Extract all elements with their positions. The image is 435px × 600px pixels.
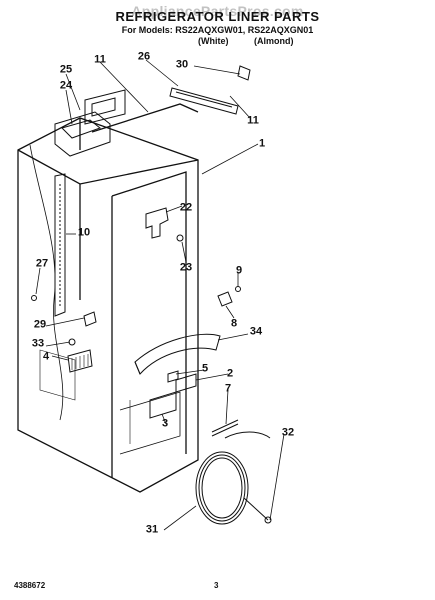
clip-29 [83,311,97,327]
callout-4: 4 [42,350,50,363]
leader-lines [35,59,285,531]
tube-7 [211,419,239,437]
vent-4-grille [71,354,89,370]
nut-32 [264,516,272,524]
color-almond-label: (Almond) [254,36,294,46]
shelf-rail [54,173,66,317]
cover-34 [134,333,221,375]
control-housing [54,89,126,157]
screw-23 [176,234,184,242]
clip-5 [167,370,179,383]
callout-31: 31 [145,523,159,536]
document-part-number: 4388672 [14,581,46,590]
callout-25: 25 [59,63,73,76]
callout-30: 30 [175,58,189,71]
callout-26: 26 [137,50,151,63]
page-number: 3 [214,581,219,590]
bulb-part [237,65,251,81]
page-title: REFRIGERATOR LINER PARTS [115,9,320,24]
callout-24: 24 [59,79,73,92]
callout-27: 27 [35,257,49,270]
models-line: For Models: RS22AQXGW01, RS22AQXGN01 [121,25,314,35]
callout-2: 2 [226,367,234,380]
callout-32: 32 [281,426,295,439]
callout-10: 10 [77,226,91,239]
wire-tie [224,431,271,439]
callout-1: 1 [258,137,266,150]
vent-4 [67,349,93,373]
callout-8: 8 [230,317,238,330]
callout-23: 23 [179,261,193,274]
callout-9: 9 [235,264,243,277]
callout-29: 29 [33,318,47,331]
color-white-label: (White) [198,36,229,46]
watermark: AppliancePartsPros.com [131,3,304,19]
callout-3: 3 [161,417,169,430]
bracket-3 [149,391,177,419]
callout-11-right: 11 [247,114,259,127]
screw-27 [31,295,37,301]
liner-body [17,103,199,493]
screw-9 [235,286,241,292]
retainer-2 [175,373,197,393]
cam-part-8 [217,291,233,307]
callout-5: 5 [201,362,209,375]
callout-11-top: 11 [94,53,106,66]
bracket-22 [145,207,169,239]
light-shield [169,87,239,115]
water-tube-coil [195,451,269,525]
callout-22: 22 [179,201,193,214]
callout-34: 34 [249,325,263,338]
callout-7: 7 [224,382,232,395]
callout-33: 33 [31,337,45,350]
